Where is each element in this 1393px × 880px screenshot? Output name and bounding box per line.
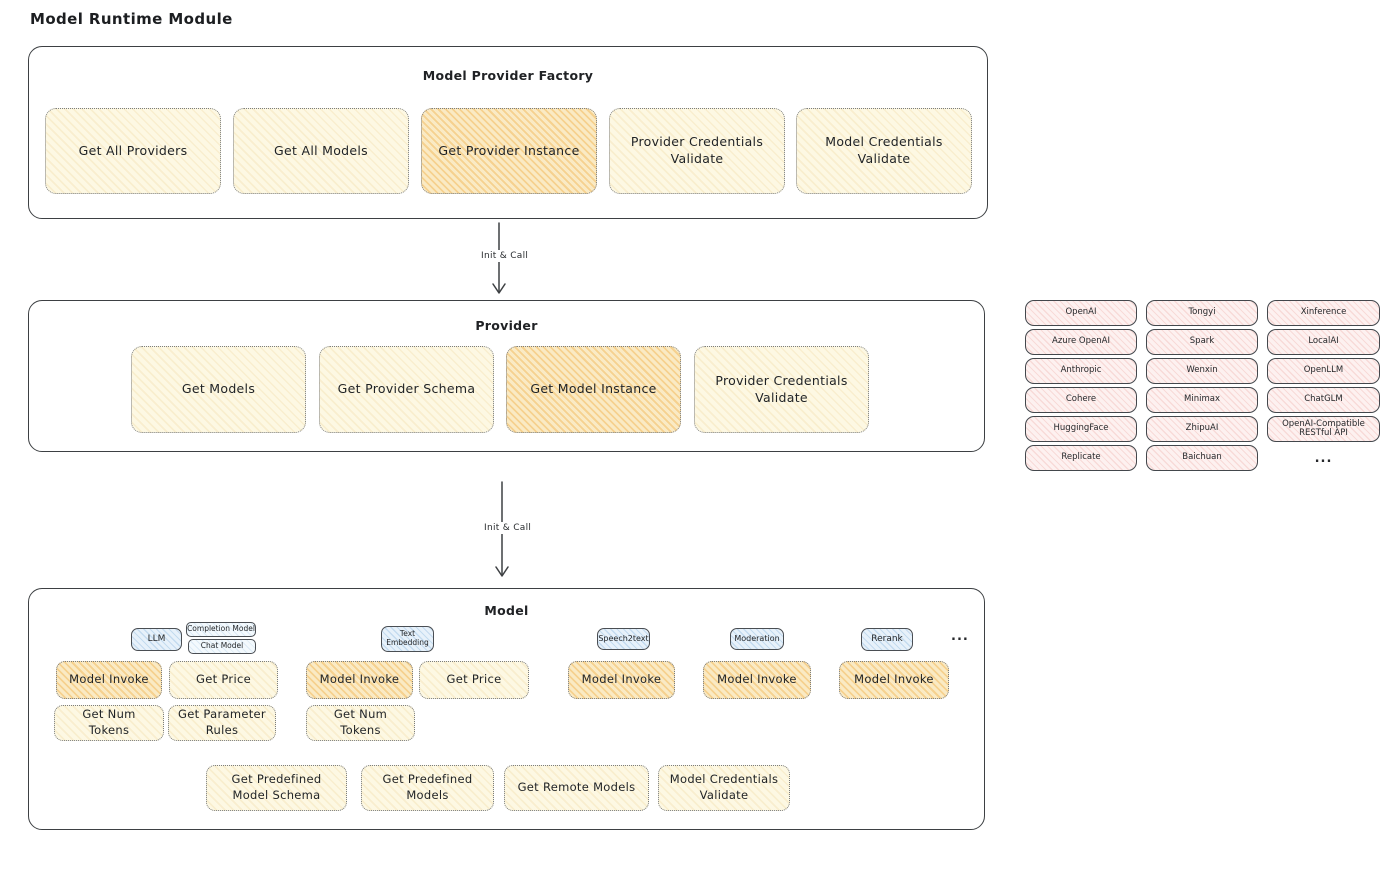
provider-pill-openllm: OpenLLM bbox=[1267, 358, 1380, 384]
provider-pill-more: ... bbox=[1314, 450, 1333, 466]
node-model-invoke-embedding: Model Invoke bbox=[306, 661, 413, 699]
node-model-invoke-llm: Model Invoke bbox=[56, 661, 162, 699]
node-get-remote-models: Get Remote Models bbox=[504, 765, 649, 811]
provider-pill-openai: OpenAI bbox=[1025, 300, 1137, 326]
provider-pill-spark: Spark bbox=[1146, 329, 1258, 355]
provider-list: OpenAI Tongyi Xinference Azure OpenAI Sp… bbox=[1025, 300, 1380, 471]
provider-title: Provider bbox=[475, 318, 538, 333]
provider-pill-openai-compatible: OpenAI-Compatible RESTful API bbox=[1267, 416, 1380, 442]
model-title: Model bbox=[484, 603, 529, 618]
factory-box: Model Provider Factory Get All Providers… bbox=[28, 46, 988, 219]
provider-pill-minimax: Minimax bbox=[1146, 387, 1258, 413]
provider-pill-baichuan: Baichuan bbox=[1146, 445, 1258, 471]
tag-more: ... bbox=[951, 629, 969, 644]
node-get-price-llm: Get Price bbox=[169, 661, 278, 699]
provider-pill-wenxin: Wenxin bbox=[1146, 358, 1258, 384]
node-get-provider-schema: Get Provider Schema bbox=[319, 346, 494, 433]
node-model-invoke-moderation: Model Invoke bbox=[703, 661, 811, 699]
tag-text-embedding: Text Embedding bbox=[381, 626, 434, 652]
provider-pill-localai: LocalAI bbox=[1267, 329, 1380, 355]
arrow1-label: Init & Call bbox=[477, 250, 533, 262]
node-model-invoke-rerank: Model Invoke bbox=[839, 661, 949, 699]
node-model-invoke-speech2text: Model Invoke bbox=[568, 661, 675, 699]
provider-pill-huggingface: HuggingFace bbox=[1025, 416, 1137, 442]
provider-pill-cohere: Cohere bbox=[1025, 387, 1137, 413]
node-get-price-embedding: Get Price bbox=[419, 661, 529, 699]
model-box: Model LLM Completion Model Chat Model Te… bbox=[28, 588, 985, 830]
provider-pill-replicate: Replicate bbox=[1025, 445, 1137, 471]
provider-pill-azure-openai: Azure OpenAI bbox=[1025, 329, 1137, 355]
tag-completion-model: Completion Model bbox=[186, 622, 256, 637]
factory-title: Model Provider Factory bbox=[422, 68, 594, 83]
node-model-credentials-validate: Model Credentials Validate bbox=[796, 108, 972, 194]
node-provider-credentials-validate: Provider Credentials Validate bbox=[609, 108, 785, 194]
provider-pill-xinference: Xinference bbox=[1267, 300, 1380, 326]
node-get-parameter-rules: Get Parameter Rules bbox=[168, 705, 276, 741]
node-get-all-providers: Get All Providers bbox=[45, 108, 221, 194]
tag-rerank: Rerank bbox=[861, 628, 913, 651]
node-get-predefined-models: Get Predefined Models bbox=[361, 765, 494, 811]
arrow2-label: Init & Call bbox=[480, 522, 536, 534]
provider-box: Provider Get Models Get Provider Schema … bbox=[28, 300, 985, 452]
node-provider-credentials-validate-2: Provider Credentials Validate bbox=[694, 346, 869, 433]
tag-chat-model: Chat Model bbox=[188, 639, 256, 654]
tag-llm: LLM bbox=[131, 628, 182, 651]
provider-pill-chatglm: ChatGLM bbox=[1267, 387, 1380, 413]
node-get-num-tokens-llm: Get Num Tokens bbox=[54, 705, 164, 741]
tag-moderation: Moderation bbox=[730, 628, 784, 650]
node-model-credentials-validate-2: Model Credentials Validate bbox=[658, 765, 790, 811]
node-get-num-tokens-embedding: Get Num Tokens bbox=[306, 705, 415, 741]
node-get-provider-instance: Get Provider Instance bbox=[421, 108, 597, 194]
node-get-models: Get Models bbox=[131, 346, 306, 433]
provider-pill-tongyi: Tongyi bbox=[1146, 300, 1258, 326]
node-get-predefined-model-schema: Get Predefined Model Schema bbox=[206, 765, 347, 811]
node-get-model-instance: Get Model Instance bbox=[506, 346, 681, 433]
node-get-all-models: Get All Models bbox=[233, 108, 409, 194]
provider-pill-zhipuai: ZhipuAI bbox=[1146, 416, 1258, 442]
provider-pill-anthropic: Anthropic bbox=[1025, 358, 1137, 384]
tag-speech2text: Speech2text bbox=[597, 628, 650, 650]
page-title: Model Runtime Module bbox=[30, 10, 233, 28]
